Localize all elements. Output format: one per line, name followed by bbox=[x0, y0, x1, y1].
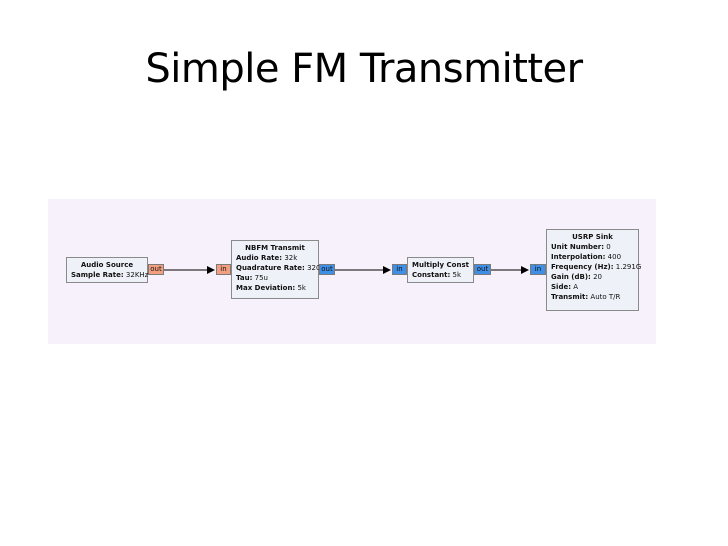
block-param: Max Deviation: 5k bbox=[236, 284, 306, 292]
nbfm-out-port[interactable]: out bbox=[319, 264, 335, 275]
block-param: Tau: 75u bbox=[236, 274, 268, 282]
block-param: Quadrature Rate: 320k bbox=[236, 264, 325, 272]
multiply-out-port[interactable]: out bbox=[474, 264, 491, 275]
block-title: Multiply Const bbox=[412, 261, 469, 269]
block-param: Interpolation: 400 bbox=[551, 253, 622, 261]
block-param: Gain (dB): 20 bbox=[551, 273, 602, 281]
nbfm-transmit-block[interactable]: NBFM Transmit Audio Rate: 32k Quadrature… bbox=[231, 240, 325, 299]
multiply-const-block[interactable]: Multiply Const Constant: 5k bbox=[407, 257, 474, 283]
block-param: Side: A bbox=[551, 283, 579, 291]
slide-title: Simple FM Transmitter bbox=[145, 46, 583, 92]
block-param: Transmit: Auto T/R bbox=[551, 293, 621, 301]
block-param: Constant: 5k bbox=[412, 271, 462, 279]
multiply-in-port[interactable]: in bbox=[392, 264, 407, 275]
nbfm-in-port[interactable]: in bbox=[216, 264, 231, 275]
block-title: USRP Sink bbox=[572, 233, 613, 241]
block-param: Sample Rate: 32KHz bbox=[71, 271, 149, 279]
usrp-in-port[interactable]: in bbox=[530, 264, 546, 275]
block-param: Unit Number: 0 bbox=[551, 243, 611, 251]
usrp-sink-block[interactable]: USRP Sink Unit Number: 0 Interpolation: … bbox=[546, 229, 642, 311]
block-title: Audio Source bbox=[80, 261, 134, 269]
connection-wires bbox=[164, 266, 529, 274]
block-param: Audio Rate: 32k bbox=[236, 254, 298, 262]
block-title: NBFM Transmit bbox=[245, 244, 305, 252]
audio-source-block[interactable]: Audio Source Sample Rate: 32KHz bbox=[66, 257, 148, 283]
flowgraph-canvas: Audio Source Sample Rate: 32KHz out in N… bbox=[48, 199, 656, 344]
audio-source-out-port[interactable]: out bbox=[148, 264, 164, 275]
block-param: Frequency (Hz): 1.291G bbox=[551, 263, 642, 271]
